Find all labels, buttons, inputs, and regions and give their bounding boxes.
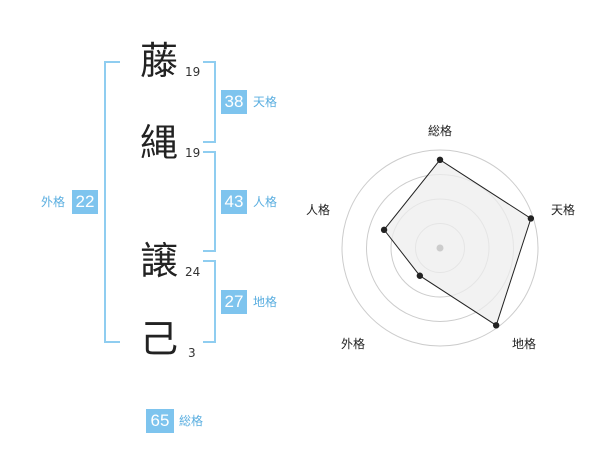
name-char-1-strokes: 19 [185, 65, 201, 79]
name-char-1: 藤 [140, 39, 179, 83]
radar-point [436, 156, 444, 163]
radar-point [527, 215, 535, 222]
gaikaku-label: 外格 [41, 195, 66, 209]
soukaku-value-badge: 65 [146, 409, 174, 433]
tenkaku-bracket [203, 61, 216, 143]
gaikaku-value-badge: 22 [72, 190, 98, 214]
tenkaku-value-badge: 38 [221, 90, 247, 114]
name-char-4: 己 [140, 317, 179, 361]
radar-label-jinkaku: 人格 [306, 203, 331, 217]
name-char-3: 譲 [140, 239, 179, 283]
name-char-3-strokes: 24 [185, 265, 201, 279]
radar-label-gaikaku: 外格 [341, 337, 366, 351]
radar-label-chikaku: 地格 [512, 337, 537, 351]
jinkaku-label: 人格 [253, 195, 278, 209]
gaikaku-bracket [104, 61, 120, 343]
radar-point [380, 226, 388, 234]
soukaku-label: 総格 [179, 414, 204, 428]
radar-points [380, 156, 535, 329]
radar-area [383, 159, 532, 327]
name-char-2: 縄 [140, 121, 179, 165]
chikaku-bracket [203, 260, 216, 343]
radar-label-tenkaku: 天格 [551, 203, 576, 217]
name-char-4-strokes: 3 [188, 346, 196, 360]
radar-chart [341, 149, 539, 347]
name-char-2-strokes: 19 [185, 146, 201, 160]
radar-grid-ring [341, 149, 539, 347]
radar-label-soukaku: 総格 [428, 124, 453, 138]
radar-center-dot [436, 244, 444, 252]
radar-point [492, 322, 500, 329]
tenkaku-label: 天格 [253, 95, 278, 109]
chikaku-value-badge: 27 [221, 290, 247, 314]
radar-point [416, 272, 424, 279]
chikaku-label: 地格 [253, 295, 278, 309]
jinkaku-bracket [203, 151, 216, 252]
jinkaku-value-badge: 43 [221, 190, 247, 214]
